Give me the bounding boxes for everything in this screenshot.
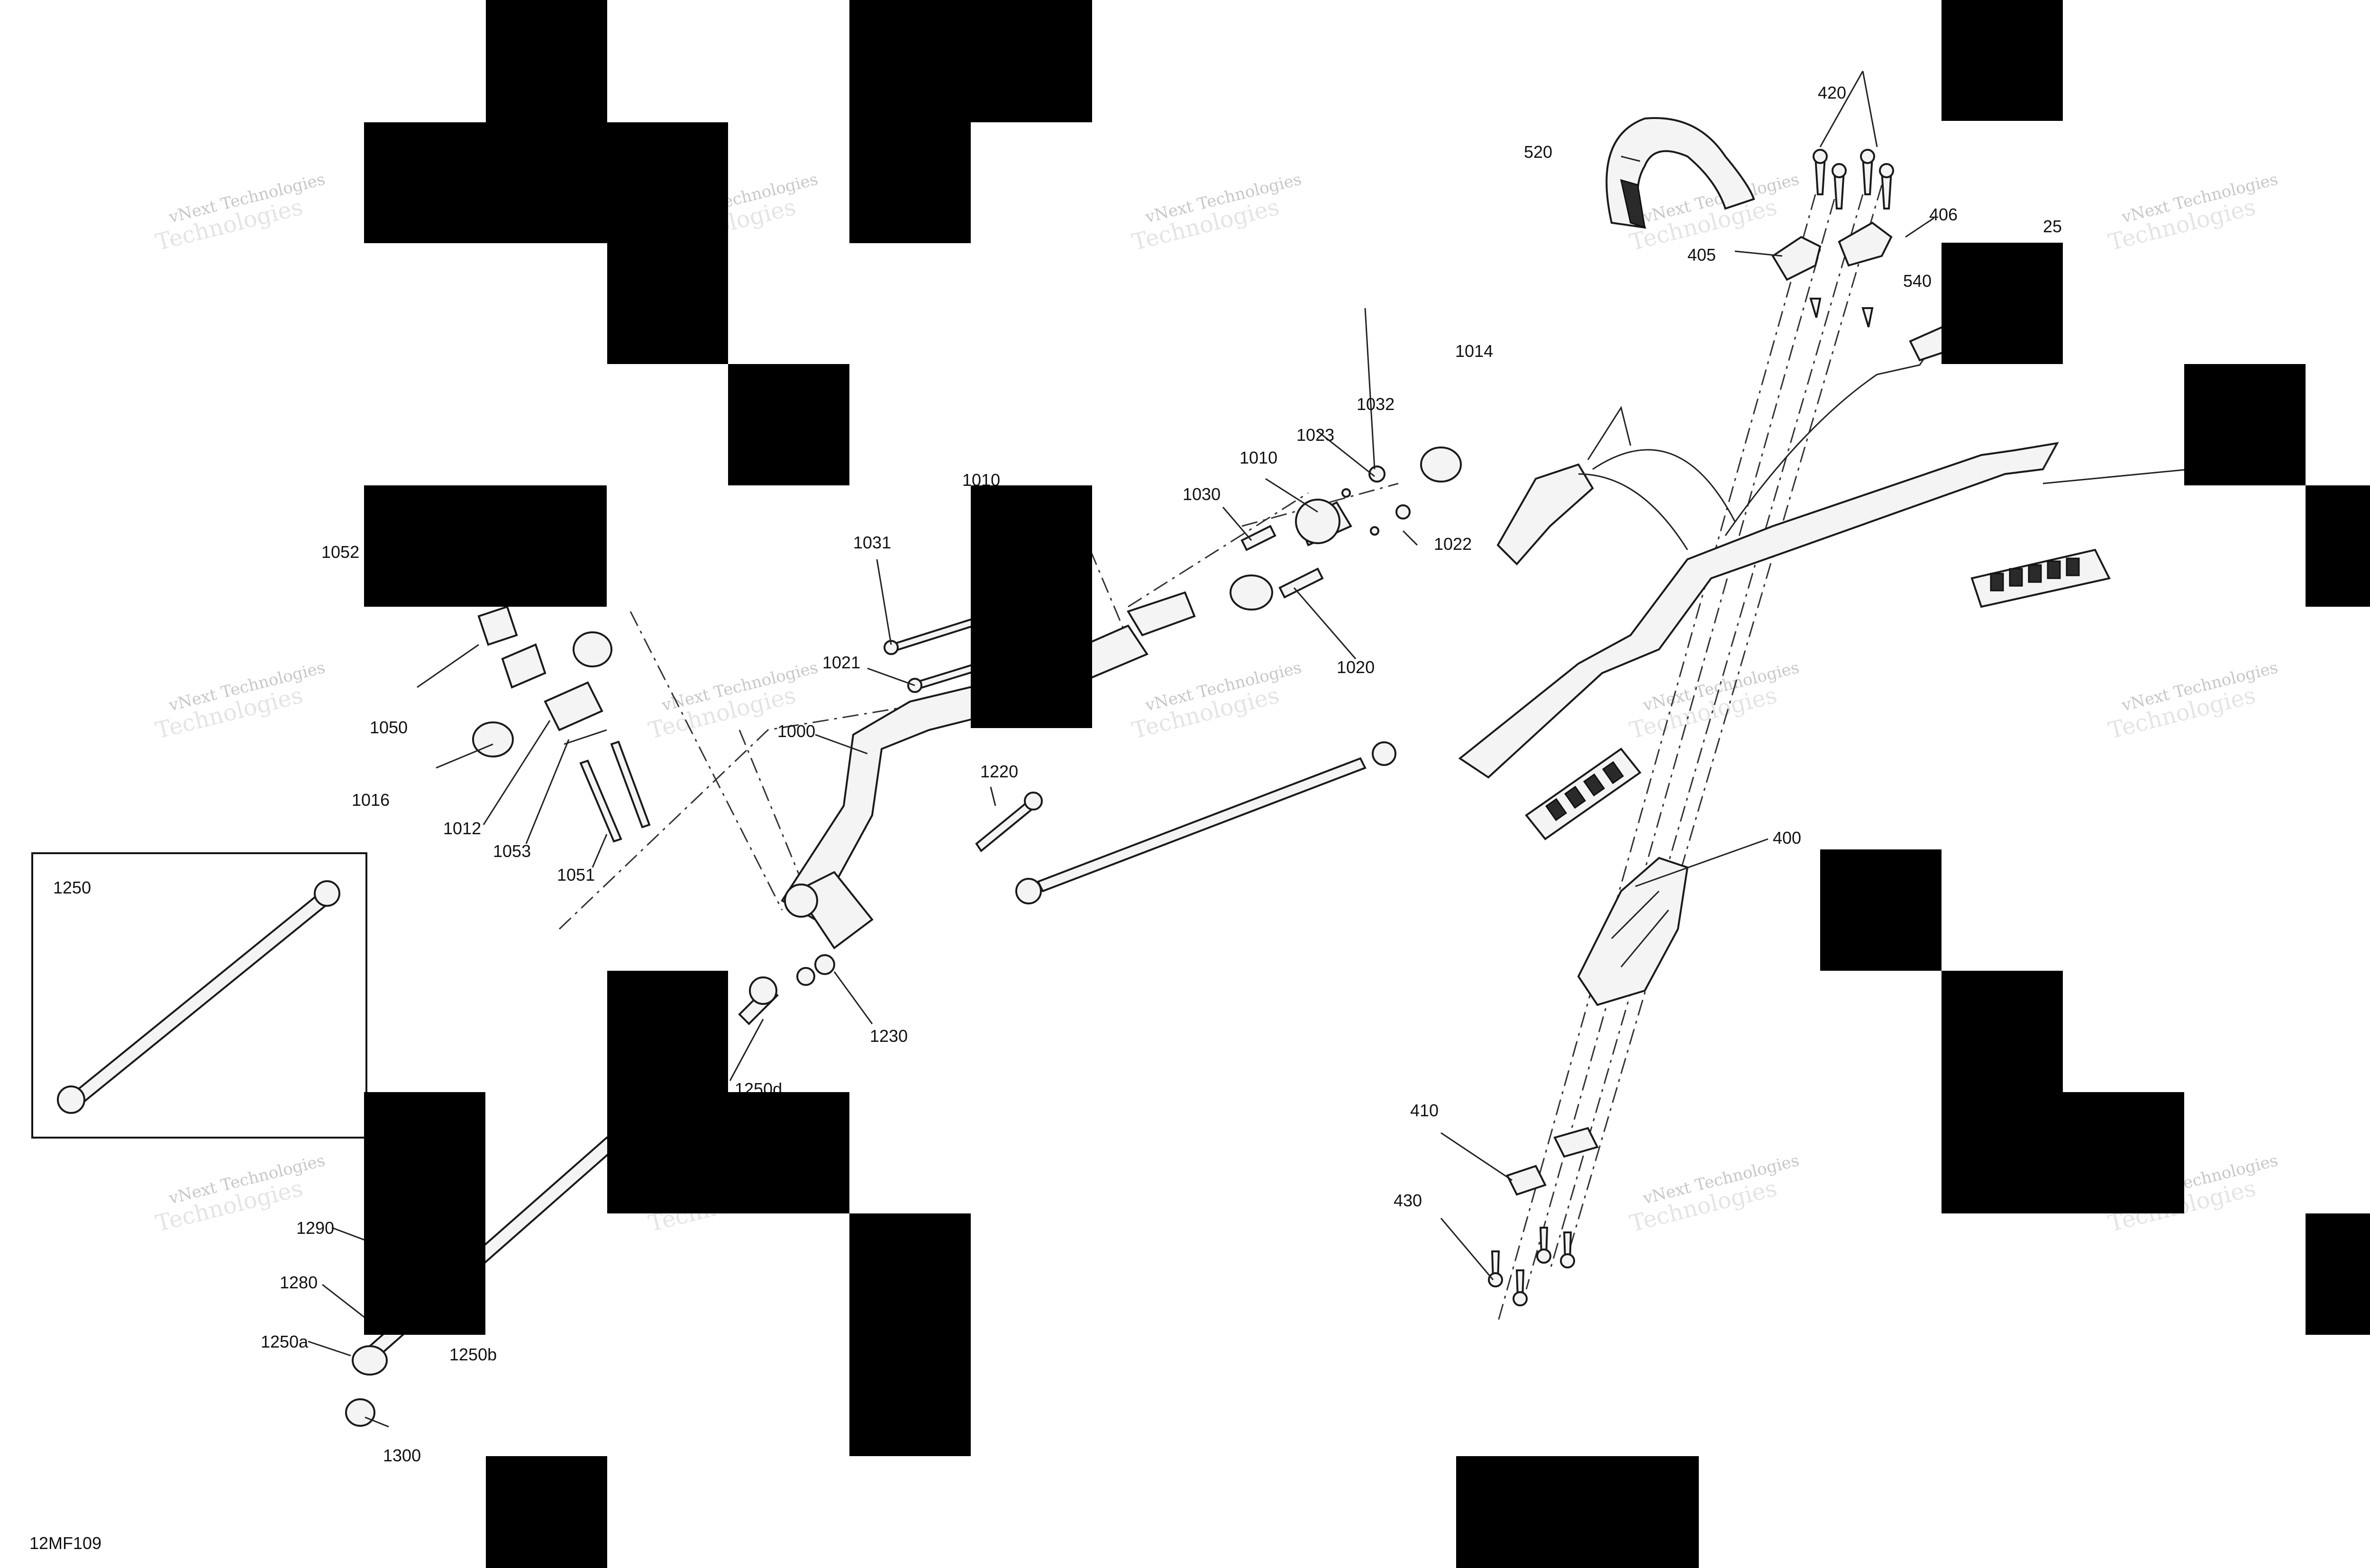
callout-label: 1052 <box>321 542 359 562</box>
callout-label: 1030 <box>1183 484 1221 504</box>
callout-label: 1280 <box>280 1273 318 1292</box>
callout-label: 1220 <box>980 762 1018 781</box>
bolt-set-420 <box>1813 149 1894 210</box>
assembly-lines <box>558 184 1883 1323</box>
lower-clamps-410 <box>1506 1127 1599 1196</box>
bolt-1220 <box>975 792 1043 852</box>
callout-label: 1250b <box>449 1345 497 1364</box>
right-grip <box>1970 548 2111 608</box>
callout-label: 1031 <box>853 533 891 552</box>
callout-label: 1051 <box>557 865 595 884</box>
callout-label: 1300 <box>383 1446 421 1465</box>
occlusion-block <box>607 243 728 364</box>
callout-label: 1250a <box>261 1332 309 1351</box>
callout-label: 1023 <box>1296 425 1334 445</box>
upper-clamp-405 <box>1771 236 1822 281</box>
occlusion-block <box>364 122 728 243</box>
callout-label: 1230 <box>870 1026 908 1046</box>
leader-lines <box>308 71 2190 1428</box>
tie-rod-center <box>1015 741 1396 904</box>
occlusion-block <box>728 1092 849 1213</box>
occlusion-block <box>849 1213 971 1456</box>
nuts-1230 <box>796 954 835 986</box>
occlusion-block <box>2184 364 2306 485</box>
callout-label: 1012 <box>443 819 481 838</box>
occlusion-block <box>728 364 849 485</box>
inset-tie-rod-1250 <box>31 852 367 1139</box>
callout-label: 1014 <box>1455 341 1493 361</box>
screw-set-540 <box>1809 298 1874 328</box>
lower-bushing-group <box>472 605 651 843</box>
occlusion-block <box>1942 1092 2184 1213</box>
callout-label: 406 <box>1929 205 1958 224</box>
handlebar-riser <box>1577 857 1689 1006</box>
left-grip <box>1525 748 1641 840</box>
callout-label: 400 <box>1773 828 1801 848</box>
callout-label: 430 <box>1394 1191 1422 1210</box>
callout-label: 1010 <box>1240 448 1277 467</box>
occlusion-block <box>849 0 1092 122</box>
occlusion-block <box>1942 971 2063 1092</box>
callout-label: 410 <box>1410 1101 1439 1120</box>
diagram-code: 12MF109 <box>29 1533 101 1553</box>
steering-column <box>781 591 1196 949</box>
callout-labels: 10 25 400 405 406 410 420 430 520 540 10… <box>29 83 2216 1553</box>
bolts-1031-1021 <box>884 615 984 693</box>
occlusion-block <box>2306 1213 2370 1335</box>
upper-clamp-406 <box>1838 221 1893 267</box>
handlebar <box>1458 442 2059 779</box>
callout-label: 405 <box>1687 245 1716 264</box>
occlusion-block <box>1942 0 2063 121</box>
occlusion-block <box>849 122 971 243</box>
upper-bearing-group <box>1230 447 1462 611</box>
callout-label: 420 <box>1818 83 1846 102</box>
callout-label: 1290 <box>296 1218 334 1238</box>
occlusion-block <box>486 1456 607 1568</box>
callout-label: 1053 <box>493 841 531 861</box>
occlusion-block <box>607 971 728 1213</box>
occlusion-block <box>2306 485 2370 607</box>
callout-label: 1016 <box>352 790 390 810</box>
occlusion-block <box>364 485 607 607</box>
occlusion-blocks <box>364 0 2370 1568</box>
occlusion-block <box>1942 243 2063 364</box>
callout-label: 520 <box>1524 142 1552 162</box>
callout-label: 1000 <box>777 721 815 741</box>
callout-label: 1021 <box>822 653 860 672</box>
callout-label: 1050 <box>370 718 408 737</box>
bolt-set-430 <box>1488 1227 1575 1306</box>
occlusion-block <box>486 0 607 122</box>
callout-label: 25 <box>2043 217 2062 236</box>
callout-label: 1022 <box>1434 534 1472 554</box>
callout-label: 540 <box>1903 271 1932 291</box>
callout-label: 1032 <box>1357 394 1395 414</box>
occlusion-block <box>1820 849 1942 971</box>
occlusion-block <box>364 1092 485 1335</box>
occlusion-block <box>1456 1456 1699 1568</box>
callout-label: 1020 <box>1337 657 1375 677</box>
occlusion-block <box>971 485 1092 728</box>
callout-label: 1250 <box>53 878 91 897</box>
handlebar-pad <box>1605 117 1755 229</box>
control-lever-assembly <box>1496 321 1964 565</box>
